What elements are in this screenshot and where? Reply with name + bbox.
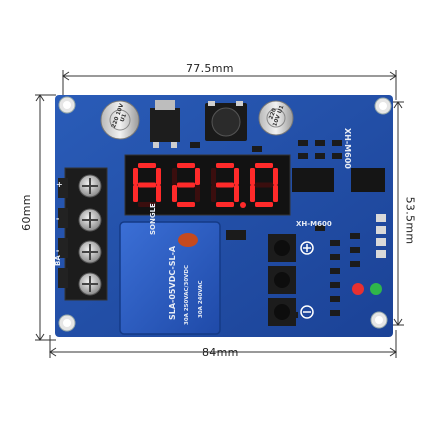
digit-0-segment-e	[133, 185, 138, 202]
digit-0-segment-c	[156, 185, 161, 202]
button-set[interactable]	[268, 266, 296, 294]
model-label-mid: XH-M600	[296, 220, 332, 228]
digit-1-segment-c	[195, 185, 200, 202]
digit-2-segment-a	[216, 163, 234, 168]
display-digits	[133, 163, 278, 208]
terminal-screw-3[interactable]	[78, 240, 102, 264]
digit-3-segment-b	[273, 168, 278, 185]
button-plus[interactable]	[268, 234, 296, 262]
digit-2-segment-d	[216, 202, 234, 207]
decimal-point	[240, 202, 246, 208]
relay-model: SLA-05VDC-SL-A	[168, 245, 177, 320]
digit-0-segment-d	[138, 202, 156, 207]
relay-rating-2: 30A 240VAC	[198, 280, 204, 318]
digit-3-segment-f	[250, 168, 255, 185]
digit-2-segment-f	[211, 168, 216, 185]
dimension-lines	[35, 70, 404, 358]
capacitor-right	[258, 100, 294, 136]
terminal-label-2: -	[56, 214, 60, 223]
led-green	[370, 283, 382, 295]
button-symbols	[300, 241, 314, 319]
header-pads	[376, 214, 386, 258]
terminal-label-4: BA	[54, 255, 62, 266]
digit-1-segment-a	[177, 163, 195, 168]
terminal-screw-4[interactable]	[78, 272, 102, 296]
dimension-left-label: 60mm	[19, 194, 33, 231]
dimension-top-label: 77.5mm	[186, 62, 234, 75]
digit-3-segment-c	[273, 185, 278, 202]
led-red	[352, 283, 364, 295]
digit-1-segment-e	[172, 185, 177, 202]
dimension-bottom-label: 84mm	[202, 346, 239, 359]
mounting-holes	[58, 96, 392, 332]
relay	[119, 221, 221, 335]
relay-brand: SONGLE	[149, 203, 157, 235]
terminal-label-3: -	[56, 246, 60, 255]
digit-1-segment-f	[172, 168, 177, 185]
digit-3-segment-g	[255, 182, 273, 188]
film-capacitor	[178, 233, 198, 247]
digit-3-segment-d	[255, 202, 273, 207]
digit-2-segment-g	[216, 182, 234, 188]
digit-2-segment-c	[234, 185, 239, 202]
model-label-top: XH-M600	[343, 128, 352, 169]
relay-rating-1: 30A 250VAC/30VDC	[184, 264, 190, 325]
voltage-regulator	[150, 100, 180, 148]
terminal-label-1: +	[56, 180, 63, 189]
digit-0-segment-f	[133, 168, 138, 185]
button-minus[interactable]	[268, 298, 296, 326]
terminal-screw-2[interactable]	[78, 208, 102, 232]
digit-0-segment-a	[138, 163, 156, 168]
digit-1-segment-g	[177, 182, 195, 188]
ic-chips	[292, 168, 385, 192]
smd-components	[190, 140, 360, 318]
digit-1-segment-b	[195, 168, 200, 185]
digit-1-segment-d	[177, 202, 195, 207]
digit-2-segment-b	[234, 168, 239, 185]
inductor	[205, 101, 247, 141]
dimension-right-label: 53.5mm	[403, 196, 417, 245]
digit-2-segment-e	[211, 185, 216, 202]
seven-segment-display	[124, 154, 291, 216]
digit-3-segment-a	[255, 163, 273, 168]
digit-0-segment-b	[156, 168, 161, 185]
digit-3-segment-e	[250, 185, 255, 202]
capacitor-left	[100, 100, 140, 140]
terminal-block	[58, 167, 108, 301]
terminal-screw-1[interactable]	[78, 174, 102, 198]
digit-0-segment-g	[138, 182, 156, 188]
